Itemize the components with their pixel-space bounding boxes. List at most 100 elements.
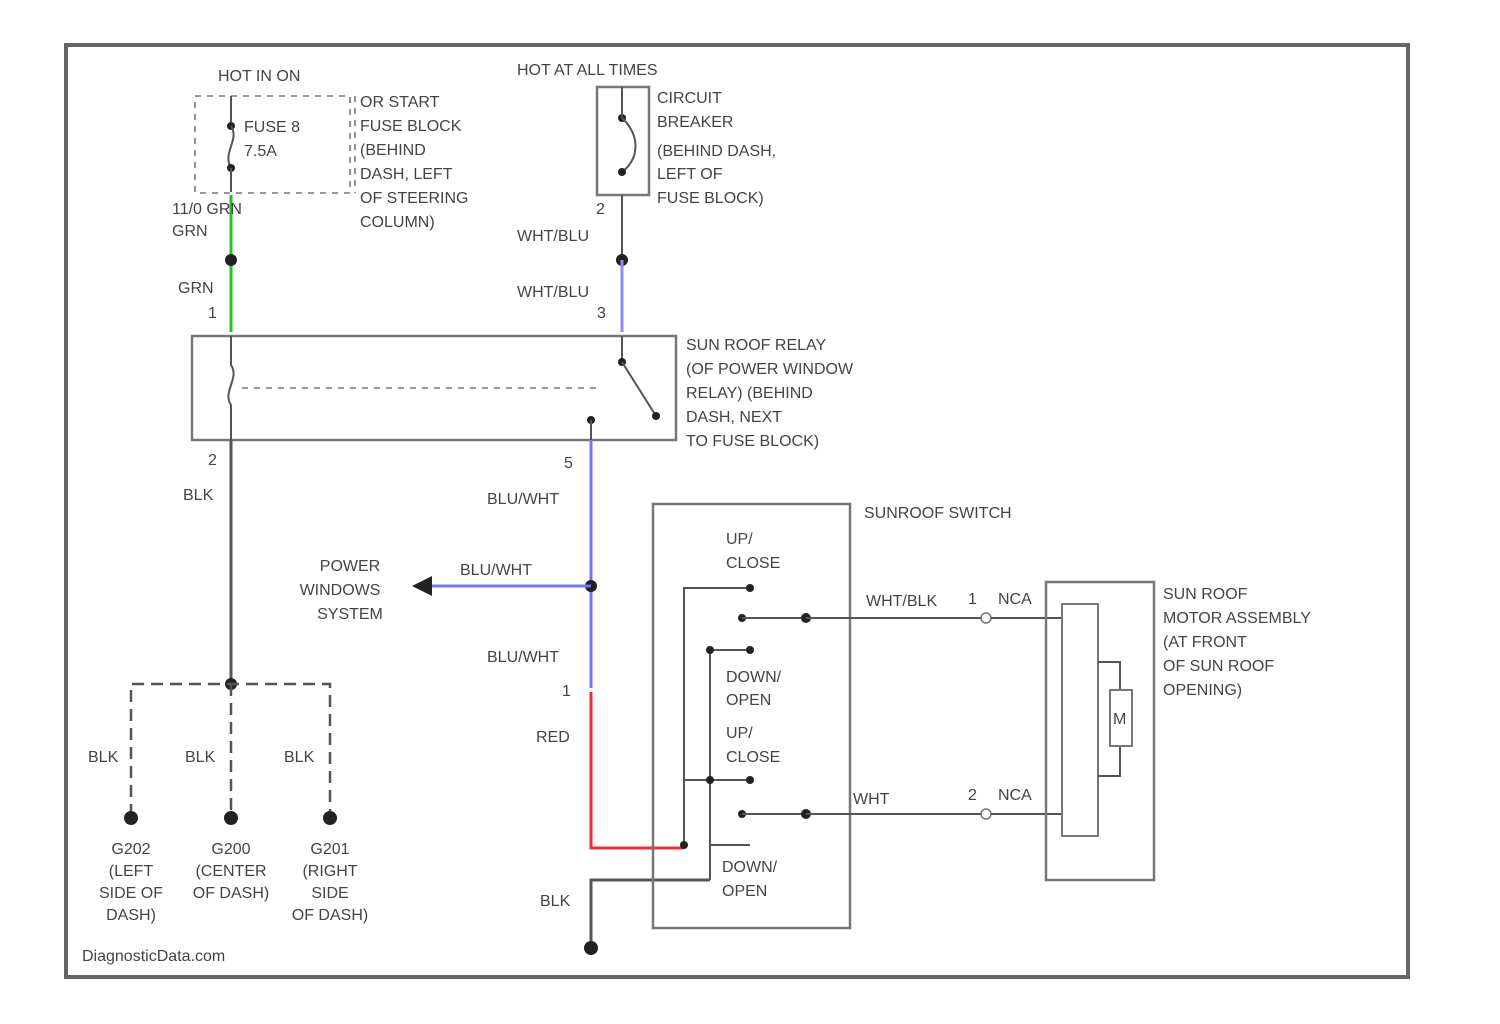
cb-terminal-bottom: [618, 168, 626, 176]
relay-coil: [228, 336, 233, 440]
switch-pin-in: 1: [562, 683, 571, 700]
g201-label-line: (RIGHT: [302, 863, 357, 880]
wht-motor-label: WHT: [853, 791, 890, 808]
motor-pin-2: 2: [968, 787, 977, 804]
wht-blu-label-lower: WHT/BLU: [517, 284, 589, 301]
nca-label-1: NCA: [998, 591, 1032, 608]
red-wire-label: RED: [536, 729, 570, 746]
power-windows-label: POWER WINDOWS SYSTEM: [300, 558, 383, 623]
power-windows-label-line: POWER: [320, 558, 380, 575]
blk-switch-label: BLK: [540, 893, 571, 910]
fuse-element: [228, 126, 233, 168]
relay-label-line: SUN ROOF RELAY: [686, 337, 827, 354]
motor-symbol: M: [1113, 711, 1126, 728]
blk-g3-label: BLK: [284, 749, 315, 766]
blu-wht-windows-label: BLU/WHT: [460, 562, 532, 579]
g200-label-line: G200: [211, 841, 250, 858]
switch-contact: [706, 646, 714, 654]
switch-position-line: UP/: [726, 725, 753, 742]
fuse-block-label-line: OF STEERING: [360, 190, 468, 207]
blu-wht-relay-label: BLU/WHT: [487, 491, 559, 508]
relay-switch-arm: [622, 362, 656, 416]
switch-contact: [680, 841, 688, 849]
ground-g201-label: G201 (RIGHT SIDE OF DASH): [292, 841, 368, 924]
cb-label-line: BREAKER: [657, 114, 733, 131]
switch-position-line: OPEN: [722, 883, 767, 900]
g202-label-line: DASH): [106, 907, 156, 924]
g202-label-line: (LEFT: [109, 863, 154, 880]
g201-label-line: G201: [310, 841, 349, 858]
grn-wire-label-upper: 11/0 GRN: [172, 201, 242, 218]
power-windows-label-line: SYSTEM: [317, 606, 383, 623]
windows-arrow: [412, 576, 432, 596]
switch-down-open-2: DOWN/ OPEN: [722, 859, 778, 900]
relay-pin-2: 2: [208, 452, 217, 469]
motor-label-line: SUN ROOF: [1163, 586, 1248, 603]
nca-label-2: NCA: [998, 787, 1032, 804]
motor-label-line: OPENING): [1163, 682, 1242, 699]
motor-pin-1: 1: [968, 591, 977, 608]
motor-assembly-label: SUN ROOF MOTOR ASSEMBLY (AT FRONT OF SUN…: [1163, 586, 1311, 699]
diagram-frame: [66, 45, 1408, 977]
sunroof-switch-label: SUNROOF SWITCH: [864, 505, 1012, 522]
fuse-block-label-line: DASH, LEFT: [360, 166, 453, 183]
relay-label: SUN ROOF RELAY (OF POWER WINDOW RELAY) (…: [686, 337, 854, 450]
relay-label-line: (OF POWER WINDOW: [686, 361, 854, 378]
relay-contact-end: [652, 412, 660, 420]
switch-position-line: OPEN: [726, 692, 771, 709]
switch-contact: [746, 776, 754, 784]
fuse-name: FUSE 8: [244, 119, 300, 136]
hot-at-all-times-label: HOT AT ALL TIMES: [517, 62, 658, 79]
switch-down-open-1: DOWN/ OPEN: [726, 669, 782, 709]
cb-element: [622, 118, 636, 172]
switch-ground: [584, 941, 598, 955]
g202-label-line: SIDE OF: [99, 885, 163, 902]
fuse-rating: 7.5A: [244, 143, 277, 160]
relay-label-line: TO FUSE BLOCK): [686, 433, 819, 450]
blk-g2-label: BLK: [185, 749, 216, 766]
g202-label-line: G202: [111, 841, 150, 858]
motor-connector-2: [981, 809, 991, 819]
switch-position-line: CLOSE: [726, 749, 780, 766]
cb-pin-2: 2: [596, 201, 605, 218]
switch-position-line: DOWN/: [722, 859, 778, 876]
motor-connector-1: [981, 613, 991, 623]
blu-wht-lower-label: BLU/WHT: [487, 649, 559, 666]
g200-label-line: OF DASH): [193, 885, 269, 902]
motor-label-line: (AT FRONT: [1163, 634, 1247, 651]
ground-g202: [124, 811, 138, 825]
blk-switch-wire: [591, 880, 710, 946]
switch-contact: [706, 776, 714, 784]
switch-contact: [746, 646, 754, 654]
watermark: DiagnosticData.com: [82, 948, 225, 965]
motor-body: [1062, 604, 1098, 836]
cb-label-line: FUSE BLOCK): [657, 190, 764, 207]
wht-blu-label-upper: WHT/BLU: [517, 228, 589, 245]
cb-label-line: (BEHIND DASH,: [657, 143, 776, 160]
relay-pin-3: 3: [597, 305, 606, 322]
relay-pin-5: 5: [564, 455, 573, 472]
switch-bus-outer: [684, 588, 750, 848]
switch-position-line: CLOSE: [726, 555, 780, 572]
switch-up-close-1: UP/ CLOSE: [726, 531, 780, 572]
relay-label-line: RELAY) (BEHIND: [686, 385, 813, 402]
fuse-block-label: OR START FUSE BLOCK (BEHIND DASH, LEFT O…: [360, 94, 468, 231]
g200-label-line: (CENTER: [195, 863, 266, 880]
g201-label-line: OF DASH): [292, 907, 368, 924]
circuit-breaker-label: CIRCUIT BREAKER (BEHIND DASH, LEFT OF FU…: [657, 90, 776, 207]
g201-label-line: SIDE: [311, 885, 348, 902]
fuse-block-label-line: COLUMN): [360, 214, 435, 231]
power-windows-label-line: WINDOWS: [300, 582, 381, 599]
fuse-block-label-line: OR START: [360, 94, 440, 111]
wht-blk-motor-label: WHT/BLK: [866, 593, 937, 610]
ground-g201: [323, 811, 337, 825]
grn-splice: [225, 254, 237, 266]
switch-contact: [746, 584, 754, 592]
relay-label-line: DASH, NEXT: [686, 409, 782, 426]
fuse-block-label-line: (BEHIND: [360, 142, 426, 159]
hot-in-on-label: HOT IN ON: [218, 68, 300, 85]
red-wire: [591, 692, 684, 848]
switch-position-line: UP/: [726, 531, 753, 548]
grn-wire-label-lower: GRN: [178, 280, 214, 297]
